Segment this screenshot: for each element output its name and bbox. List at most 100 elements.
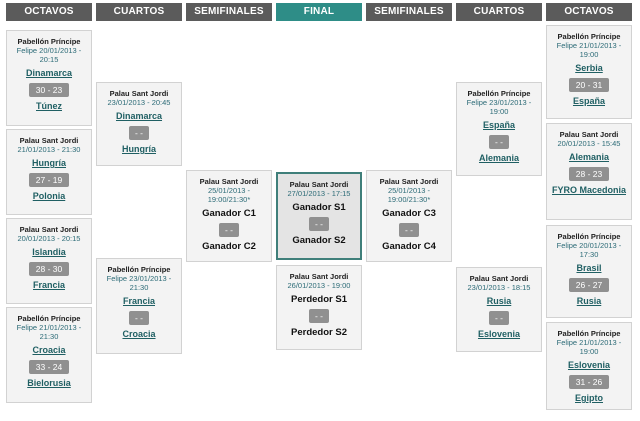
match-date: Felipe 21/01/2013 - 19:00 xyxy=(556,41,622,59)
team-link[interactable]: Francia xyxy=(122,296,155,306)
match-date: Felipe 20/01/2013 - 20:15 xyxy=(16,46,82,64)
score-badge: - - xyxy=(488,311,510,325)
team-link[interactable]: Hungría xyxy=(121,144,156,154)
team-link[interactable]: Serbia xyxy=(575,63,603,73)
score-badge: - - xyxy=(308,217,330,231)
match-venue: Pabellón Príncipe xyxy=(17,37,81,46)
team-placeholder: Ganador S2 xyxy=(292,235,346,246)
match-venue: Pabellón Príncipe xyxy=(557,329,621,338)
match-venue: Palau Sant Jordi xyxy=(289,180,349,189)
match-date: 23/01/2013 - 20:45 xyxy=(107,98,171,107)
score-badge: - - xyxy=(128,311,150,325)
match-venue: Pabellón Príncipe xyxy=(467,89,531,98)
match-card-semifinal-2: Palau Sant Jordi 25/01/2013 - 19:00/21:3… xyxy=(366,170,452,262)
team-placeholder: Ganador C4 xyxy=(382,241,436,252)
header-octavos-left: OCTAVOS xyxy=(6,3,92,21)
score-badge: 31 - 26 xyxy=(568,375,610,389)
match-venue: Palau Sant Jordi xyxy=(109,89,169,98)
team-link[interactable]: Hungría xyxy=(31,158,66,168)
match-venue: Palau Sant Jordi xyxy=(19,225,79,234)
team-link[interactable]: Polonia xyxy=(32,191,66,201)
match-card-cuartos-3: Pabellón Príncipe Felipe 23/01/2013 - 19… xyxy=(456,82,542,176)
header-semifinales-left: SEMIFINALES xyxy=(186,3,272,21)
score-badge: 28 - 30 xyxy=(28,262,70,276)
match-venue: Pabellón Príncipe xyxy=(17,314,81,323)
match-date: 23/01/2013 - 18:15 xyxy=(467,283,531,292)
match-date: Felipe 21/01/2013 - 19:00 xyxy=(556,338,622,356)
team-link[interactable]: Bielorusia xyxy=(27,378,71,388)
match-date: 20/01/2013 - 20:15 xyxy=(17,234,81,243)
match-date: Felipe 23/01/2013 - 21:30 xyxy=(106,274,172,292)
team-link[interactable]: Rusia xyxy=(576,296,602,306)
team-link[interactable]: Rusia xyxy=(486,296,512,306)
team-placeholder: Perdedor S2 xyxy=(291,327,347,338)
match-date: 25/01/2013 - 19:00/21:30* xyxy=(387,186,431,204)
match-card-third-place: Palau Sant Jordi 26/01/2013 - 19:00 Perd… xyxy=(276,265,362,350)
team-link[interactable]: España xyxy=(482,120,515,130)
match-date: 20/01/2013 - 15:45 xyxy=(557,139,621,148)
match-card-octavos-3: Palau Sant Jordi 20/01/2013 - 20:15 Isla… xyxy=(6,218,92,304)
match-card-cuartos-4: Palau Sant Jordi 23/01/2013 - 18:15 Rusi… xyxy=(456,267,542,352)
match-venue: Palau Sant Jordi xyxy=(379,177,439,186)
score-badge: - - xyxy=(128,126,150,140)
score-badge: - - xyxy=(398,223,420,237)
header-octavos-right: OCTAVOS xyxy=(546,3,632,21)
score-badge: 33 - 24 xyxy=(28,360,70,374)
score-badge: 27 - 19 xyxy=(28,173,70,187)
team-link[interactable]: Túnez xyxy=(36,101,62,111)
match-date: 21/01/2013 - 21:30 xyxy=(17,145,81,154)
score-badge: 30 - 23 xyxy=(28,83,70,97)
team-link[interactable]: FYRO Macedonia xyxy=(551,185,626,195)
team-link[interactable]: Brasil xyxy=(576,263,602,273)
score-badge: - - xyxy=(218,223,240,237)
team-link[interactable]: Alemania xyxy=(568,152,610,162)
match-venue: Palau Sant Jordi xyxy=(19,136,79,145)
match-card-cuartos-2: Pabellón Príncipe Felipe 23/01/2013 - 21… xyxy=(96,258,182,354)
team-placeholder: Ganador C2 xyxy=(202,241,256,252)
header-cuartos-left: CUARTOS xyxy=(96,3,182,21)
team-link[interactable]: Islandia xyxy=(32,247,66,257)
match-date: Felipe 23/01/2013 - 19:00 xyxy=(466,98,532,116)
match-card-cuartos-1: Palau Sant Jordi 23/01/2013 - 20:45 Dina… xyxy=(96,82,182,166)
team-link[interactable]: Croacia xyxy=(32,345,66,355)
match-card-octavos-7: Pabellón Príncipe Felipe 20/01/2013 - 17… xyxy=(546,225,632,318)
match-date: Felipe 21/01/2013 - 21:30 xyxy=(16,323,82,341)
team-link[interactable]: España xyxy=(572,96,605,106)
match-date: Felipe 20/01/2013 - 17:30 xyxy=(556,241,622,259)
header-semifinales-right: SEMIFINALES xyxy=(366,3,452,21)
team-placeholder: Perdedor S1 xyxy=(291,294,347,305)
match-card-final: Palau Sant Jordi 27/01/2013 - 17:15 Gana… xyxy=(276,172,362,260)
match-card-octavos-4: Pabellón Príncipe Felipe 21/01/2013 - 21… xyxy=(6,307,92,403)
team-link[interactable]: Croacia xyxy=(122,329,156,339)
match-venue: Palau Sant Jordi xyxy=(559,130,619,139)
match-venue: Pabellón Príncipe xyxy=(557,232,621,241)
match-date: 27/01/2013 - 17:15 xyxy=(287,189,351,198)
match-card-octavos-2: Palau Sant Jordi 21/01/2013 - 21:30 Hung… xyxy=(6,129,92,215)
team-link[interactable]: Eslovenia xyxy=(477,329,521,339)
header-cuartos-right: CUARTOS xyxy=(456,3,542,21)
team-link[interactable]: Alemania xyxy=(478,153,520,163)
match-date: 25/01/2013 - 19:00/21:30* xyxy=(207,186,251,204)
score-badge: 26 - 27 xyxy=(568,278,610,292)
score-badge: - - xyxy=(488,135,510,149)
match-card-octavos-5: Pabellón Príncipe Felipe 21/01/2013 - 19… xyxy=(546,25,632,119)
team-link[interactable]: Eslovenia xyxy=(567,360,611,370)
header-final[interactable]: FINAL xyxy=(276,3,362,21)
team-placeholder: Ganador S1 xyxy=(292,202,346,213)
score-badge: 28 - 23 xyxy=(568,167,610,181)
match-card-octavos-1: Pabellón Príncipe Felipe 20/01/2013 - 20… xyxy=(6,30,92,126)
match-venue: Palau Sant Jordi xyxy=(469,274,529,283)
team-link[interactable]: Dinamarca xyxy=(25,68,73,78)
team-link[interactable]: Egipto xyxy=(575,393,603,403)
match-card-octavos-8: Pabellón Príncipe Felipe 21/01/2013 - 19… xyxy=(546,322,632,410)
match-venue: Palau Sant Jordi xyxy=(199,177,259,186)
match-venue: Palau Sant Jordi xyxy=(289,272,349,281)
match-card-semifinal-1: Palau Sant Jordi 25/01/2013 - 19:00/21:3… xyxy=(186,170,272,262)
score-badge: 20 - 31 xyxy=(568,78,610,92)
team-link[interactable]: Francia xyxy=(32,280,65,290)
team-placeholder: Ganador C3 xyxy=(382,208,436,219)
team-placeholder: Ganador C1 xyxy=(202,208,256,219)
match-venue: Pabellón Príncipe xyxy=(107,265,171,274)
team-link[interactable]: Dinamarca xyxy=(115,111,163,121)
match-card-octavos-6: Palau Sant Jordi 20/01/2013 - 15:45 Alem… xyxy=(546,123,632,220)
